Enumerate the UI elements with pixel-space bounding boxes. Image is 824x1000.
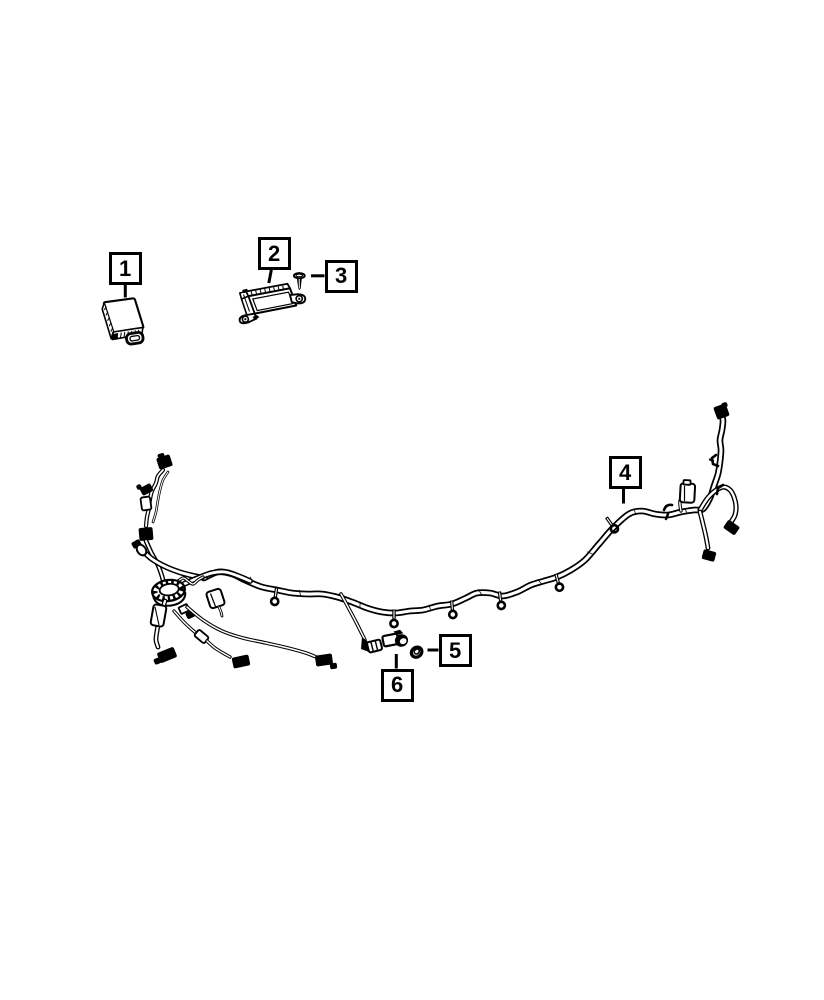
- holder-left-outline: [139, 495, 153, 512]
- connector-bottom-right-b: [329, 662, 338, 670]
- push-clip-4: [496, 591, 507, 611]
- callout-2-number: 2: [267, 240, 281, 266]
- bracket-module-left-stub: [217, 605, 224, 618]
- wire-sensor: [339, 592, 367, 642]
- callout-3-number: 3: [334, 263, 348, 288]
- horn-mouth: [135, 543, 148, 557]
- clip-branch-right: [708, 453, 720, 468]
- harness-branch-loop: [697, 484, 739, 525]
- wire-c6a: [172, 609, 198, 635]
- sensor-connector-ribs: [370, 640, 379, 652]
- leader-2: [267, 268, 273, 284]
- connector-left-2b: [136, 484, 142, 490]
- screw-part3: [292, 272, 306, 291]
- bracket-module-left-detail: [209, 593, 217, 607]
- callout-6-number: 6: [391, 672, 404, 697]
- connector-left-top: [156, 454, 173, 470]
- sensor-connector: [366, 638, 383, 654]
- branch-left-top-wire: [143, 467, 166, 529]
- callout-1: 1: [108, 252, 142, 285]
- connector-right-loop: [723, 520, 740, 535]
- connector-top-right: [713, 403, 730, 420]
- push-clip-5: [554, 573, 565, 593]
- callout-6: 6: [381, 668, 414, 702]
- callout-4-number: 4: [618, 459, 632, 485]
- harness-branch-down: [697, 509, 711, 551]
- grommet-small: [409, 645, 424, 659]
- push-clip-2: [389, 609, 399, 629]
- holder-mid-outline: [149, 603, 168, 628]
- connector-bottom-right: [315, 653, 333, 667]
- holder-mid-detail: [154, 606, 160, 626]
- callout-2: 2: [257, 237, 291, 270]
- harness-main-trunk: [200, 412, 727, 617]
- connector-left-stack: [138, 527, 154, 541]
- wire-c7: [185, 605, 318, 659]
- harness-tape-ticks: [249, 507, 688, 612]
- tube-grommet-to-trunk: [181, 568, 253, 587]
- wire-c6b: [205, 639, 232, 659]
- connector-right-down: [701, 549, 717, 562]
- connector-bottom-left-b: [153, 657, 162, 665]
- callout-3: 3: [324, 259, 358, 293]
- callout-5-number: 5: [448, 637, 462, 663]
- wire-s-wiggle: [174, 575, 205, 586]
- connector-bottom-left: [157, 647, 177, 663]
- grommet-large: [150, 578, 187, 607]
- connector-left-2: [139, 483, 154, 496]
- connector-left-top-tab: [157, 453, 165, 458]
- module-part1: [101, 297, 145, 346]
- bracket-module-tab: [682, 479, 692, 486]
- connector-bottom-mid: [231, 654, 251, 669]
- push-clip-1: [269, 587, 280, 607]
- callout-5: 5: [438, 634, 472, 667]
- park-sensor: [381, 629, 409, 648]
- branch-left-top-wire2: [151, 470, 170, 524]
- module-part2: [238, 282, 307, 325]
- push-clip-3: [447, 600, 458, 620]
- clip-loop: [715, 483, 725, 496]
- callout-1-number: 1: [118, 255, 132, 281]
- clip-on-trunk: [662, 503, 674, 521]
- bracket-module-right: [678, 482, 697, 504]
- push-clip-6: [605, 516, 620, 534]
- callout-4: 4: [608, 456, 642, 489]
- connector-top-right-tab: [721, 402, 728, 408]
